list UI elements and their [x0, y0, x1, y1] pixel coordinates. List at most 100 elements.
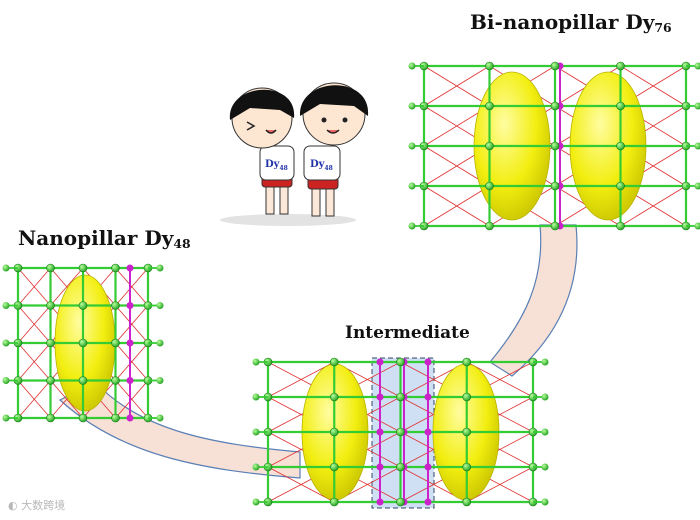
arrow-nano-to-intermediate	[58, 381, 301, 479]
cluster-intermediate	[252, 357, 549, 509]
magenta-atom-icon	[126, 377, 134, 384]
green-atom-icon	[462, 497, 472, 507]
cartoon-kid-right	[299, 82, 369, 217]
green-atom-icon	[111, 413, 120, 423]
cartoon-kid-left	[229, 87, 295, 215]
green-atom-icon	[329, 462, 339, 472]
green-atom-icon	[111, 263, 120, 273]
green-atom-icon	[541, 393, 549, 401]
magenta-atom-icon	[376, 358, 384, 366]
green-atom-icon	[329, 357, 339, 367]
green-atom-icon	[550, 181, 560, 191]
bond-red	[423, 185, 490, 227]
green-atom-icon	[616, 221, 625, 231]
green-atom-icon	[329, 497, 339, 507]
green-atom-icon	[46, 413, 55, 423]
green-atom-icon	[396, 462, 405, 472]
green-atom-icon	[78, 338, 88, 348]
green-atom-icon	[396, 497, 405, 507]
green-atom-icon	[78, 301, 88, 310]
bond-red	[423, 65, 490, 107]
green-atom-icon	[252, 393, 260, 401]
green-atom-icon	[694, 222, 700, 230]
green-atom-icon	[462, 357, 472, 367]
green-atom-icon	[2, 377, 10, 384]
watermark-logo-icon: ◐	[8, 499, 22, 512]
green-atom-icon	[252, 358, 260, 366]
magenta-atom-icon	[424, 393, 432, 401]
green-atom-icon	[485, 141, 494, 151]
shirt-label-right: Dy48	[310, 159, 333, 172]
green-atom-icon	[616, 61, 625, 71]
green-atom-icon	[694, 102, 700, 110]
green-atom-icon	[541, 358, 549, 366]
green-atom-icon	[78, 263, 88, 273]
green-atom-icon	[2, 264, 10, 272]
green-atom-icon	[396, 357, 405, 367]
bond-red	[115, 305, 149, 344]
green-atom-icon	[616, 141, 625, 151]
green-atom-icon	[462, 392, 472, 402]
green-atom-icon	[252, 428, 260, 436]
bond-red	[115, 267, 149, 306]
bond-red	[17, 380, 51, 419]
green-atom-icon	[694, 182, 700, 190]
magenta-atom-icon	[424, 463, 432, 471]
magenta-atom-icon	[376, 463, 384, 471]
bond-red	[620, 185, 687, 227]
green-atom-icon	[2, 414, 10, 422]
green-atom-icon	[2, 339, 10, 347]
bond-red	[115, 342, 149, 381]
green-atom-icon	[156, 302, 164, 309]
bond-red	[115, 380, 149, 419]
green-atom-icon	[156, 264, 164, 272]
magenta-atom-icon	[424, 358, 432, 366]
green-atom-icon	[408, 142, 416, 150]
green-atom-icon	[78, 376, 88, 385]
green-atom-icon	[46, 263, 55, 273]
green-atom-icon	[485, 221, 494, 231]
green-atom-icon	[329, 392, 339, 402]
cluster-bi-nanopillar	[408, 61, 700, 231]
label-bi-nanopillar: Bi-nanopillar Dy76	[470, 10, 672, 36]
magenta-atom-icon	[424, 498, 432, 506]
green-atom-icon	[616, 101, 625, 111]
label-intermediate: Intermediate	[345, 323, 470, 343]
bond-red	[17, 342, 51, 381]
green-atom-icon	[78, 413, 88, 423]
green-atom-icon	[550, 101, 560, 111]
arrow-intermediate-to-bi	[489, 224, 578, 377]
cartoon-twins-icon	[220, 82, 369, 226]
bond-red	[50, 267, 84, 306]
green-atom-icon	[111, 338, 120, 348]
green-atom-icon	[694, 142, 700, 150]
green-atom-icon	[2, 302, 10, 309]
green-atom-icon	[156, 377, 164, 384]
green-atom-icon	[408, 62, 416, 70]
green-atom-icon	[616, 181, 625, 191]
shirt-label-left: Dy48	[265, 159, 288, 172]
green-atom-icon	[252, 498, 260, 506]
green-atom-icon	[46, 338, 55, 348]
green-atom-icon	[462, 462, 472, 472]
magenta-atom-icon	[376, 393, 384, 401]
magenta-atom-icon	[126, 339, 134, 347]
green-atom-icon	[541, 428, 549, 436]
bond-red	[17, 305, 51, 344]
green-atom-icon	[156, 414, 164, 422]
green-atom-icon	[694, 62, 700, 70]
green-atom-icon	[462, 427, 472, 437]
green-atom-icon	[329, 427, 339, 437]
green-atom-icon	[156, 339, 164, 347]
green-atom-icon	[408, 102, 416, 110]
green-atom-icon	[550, 61, 560, 71]
green-atom-icon	[485, 61, 494, 71]
green-atom-icon	[111, 301, 120, 310]
cluster-nanopillar	[2, 263, 164, 423]
bond-red	[17, 267, 51, 306]
magenta-atom-icon	[376, 428, 384, 436]
magenta-atom-icon	[126, 414, 134, 422]
watermark: ◐ 大数跨境	[8, 499, 66, 512]
